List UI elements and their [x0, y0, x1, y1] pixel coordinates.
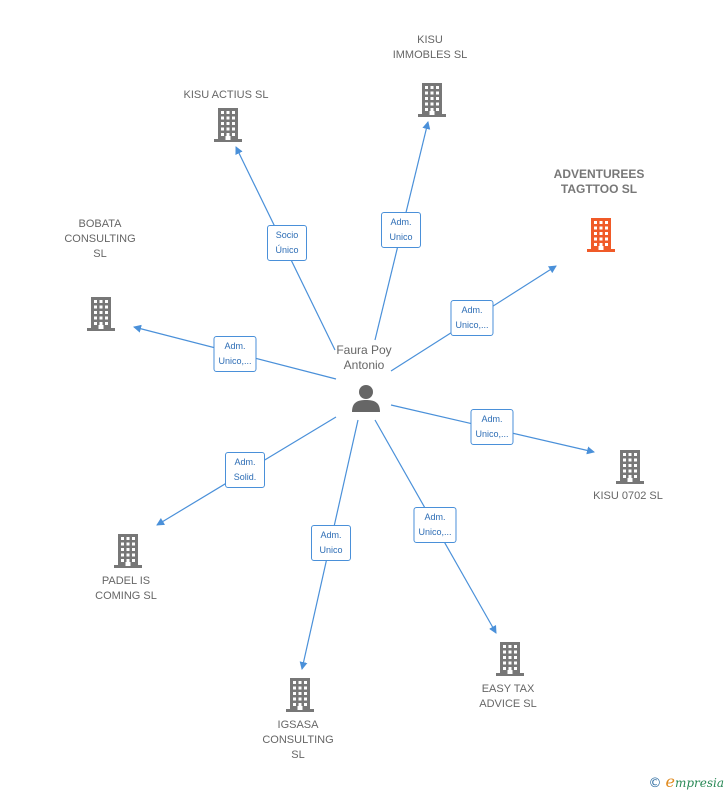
- role-label-kisu-0702[interactable]: Adm. Unico,...: [470, 409, 514, 445]
- role-label-bobata[interactable]: Adm. Unico,...: [213, 336, 257, 372]
- company-name-kisu-immobles[interactable]: KISU IMMOBLES SL: [392, 34, 468, 61]
- role-label-kisu-actius[interactable]: Socio Único: [267, 225, 307, 261]
- company-name-easy-tax[interactable]: EASY TAX ADVICE SL: [479, 683, 537, 710]
- building-icon[interactable]: [86, 297, 116, 331]
- building-icon[interactable]: [113, 534, 143, 568]
- building-icon[interactable]: [285, 678, 315, 712]
- center-person-name[interactable]: Faura Poy Antonio: [336, 343, 392, 372]
- role-label-kisu-immobles[interactable]: Adm. Unico: [381, 212, 421, 248]
- role-label-easy-tax[interactable]: Adm. Unico,...: [413, 507, 457, 543]
- company-name-kisu-actius[interactable]: KISU ACTIUS SL: [183, 89, 269, 101]
- building-icon[interactable]: [586, 218, 616, 252]
- company-name-bobata[interactable]: BOBATA CONSULTING SL: [64, 218, 136, 260]
- building-icon[interactable]: [213, 108, 243, 142]
- role-label-adventurees[interactable]: Adm. Unico,...: [450, 300, 494, 336]
- company-name-igsasa[interactable]: IGSASA CONSULTING SL: [262, 719, 334, 761]
- company-name-padel[interactable]: PADEL IS COMING SL: [95, 575, 157, 602]
- building-icon[interactable]: [615, 450, 645, 484]
- building-icon[interactable]: [417, 83, 447, 117]
- role-label-padel[interactable]: Adm. Solid.: [225, 452, 265, 488]
- role-label-igsasa[interactable]: Adm. Unico: [311, 525, 351, 561]
- copyright-icon: ©: [648, 776, 662, 791]
- company-name-kisu-0702[interactable]: KISU 0702 SL: [593, 490, 663, 502]
- company-name-adventurees[interactable]: ADVENTUREES TAGTTOO SL: [553, 167, 645, 196]
- building-icon[interactable]: [495, 642, 525, 676]
- brand-logo: ©empresia: [648, 772, 724, 791]
- person-icon[interactable]: [351, 383, 381, 413]
